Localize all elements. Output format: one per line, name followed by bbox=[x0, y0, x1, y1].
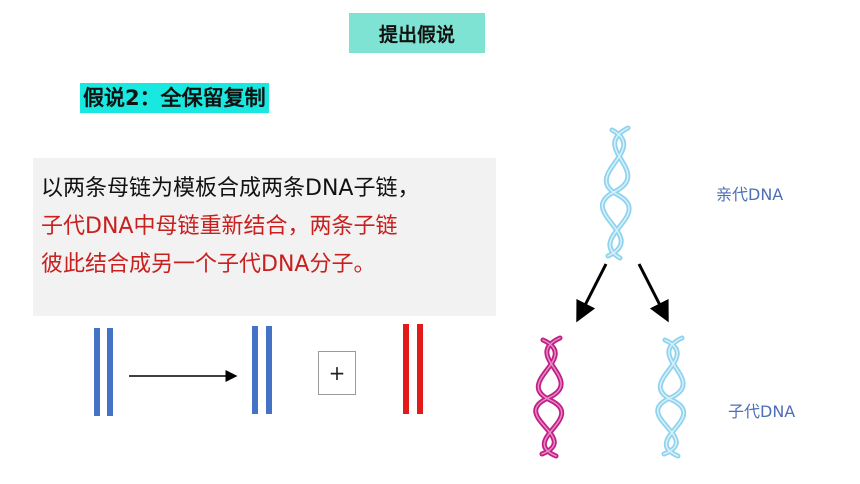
parent-strand-right bbox=[107, 328, 113, 416]
parent-helix bbox=[599, 125, 632, 261]
section-badge: 提出假说 bbox=[349, 13, 485, 53]
branch-arrow-right bbox=[637, 263, 669, 323]
offspring-helix-magenta bbox=[533, 335, 565, 459]
offspring1-strand-left bbox=[252, 326, 258, 414]
description-line-3: 彼此结合成另一个子代DNA分子。 bbox=[41, 252, 376, 277]
parent-dna-label: 亲代DNA bbox=[716, 185, 784, 204]
offspring2-strand-right bbox=[417, 324, 423, 414]
description-box: 以两条母链为模板合成两条DNA子链， 子代DNA中母链重新结合，两条子链 彼此结… bbox=[33, 158, 496, 316]
offspring-helix-blue bbox=[655, 335, 687, 459]
child-dna-label: 子代DNA bbox=[728, 402, 796, 421]
offspring2-strand-left bbox=[403, 324, 409, 414]
offspring1-strand-right bbox=[266, 326, 272, 414]
hypothesis-title: 假说2：全保留复制 bbox=[80, 83, 269, 113]
parent-strand-left bbox=[94, 328, 100, 416]
description-line-2: 子代DNA中母链重新结合，两条子链 bbox=[41, 214, 398, 239]
description-line-1: 以两条母链为模板合成两条DNA子链， bbox=[41, 176, 420, 201]
plus-sign: + bbox=[318, 351, 356, 395]
branch-arrow-left bbox=[576, 263, 608, 323]
